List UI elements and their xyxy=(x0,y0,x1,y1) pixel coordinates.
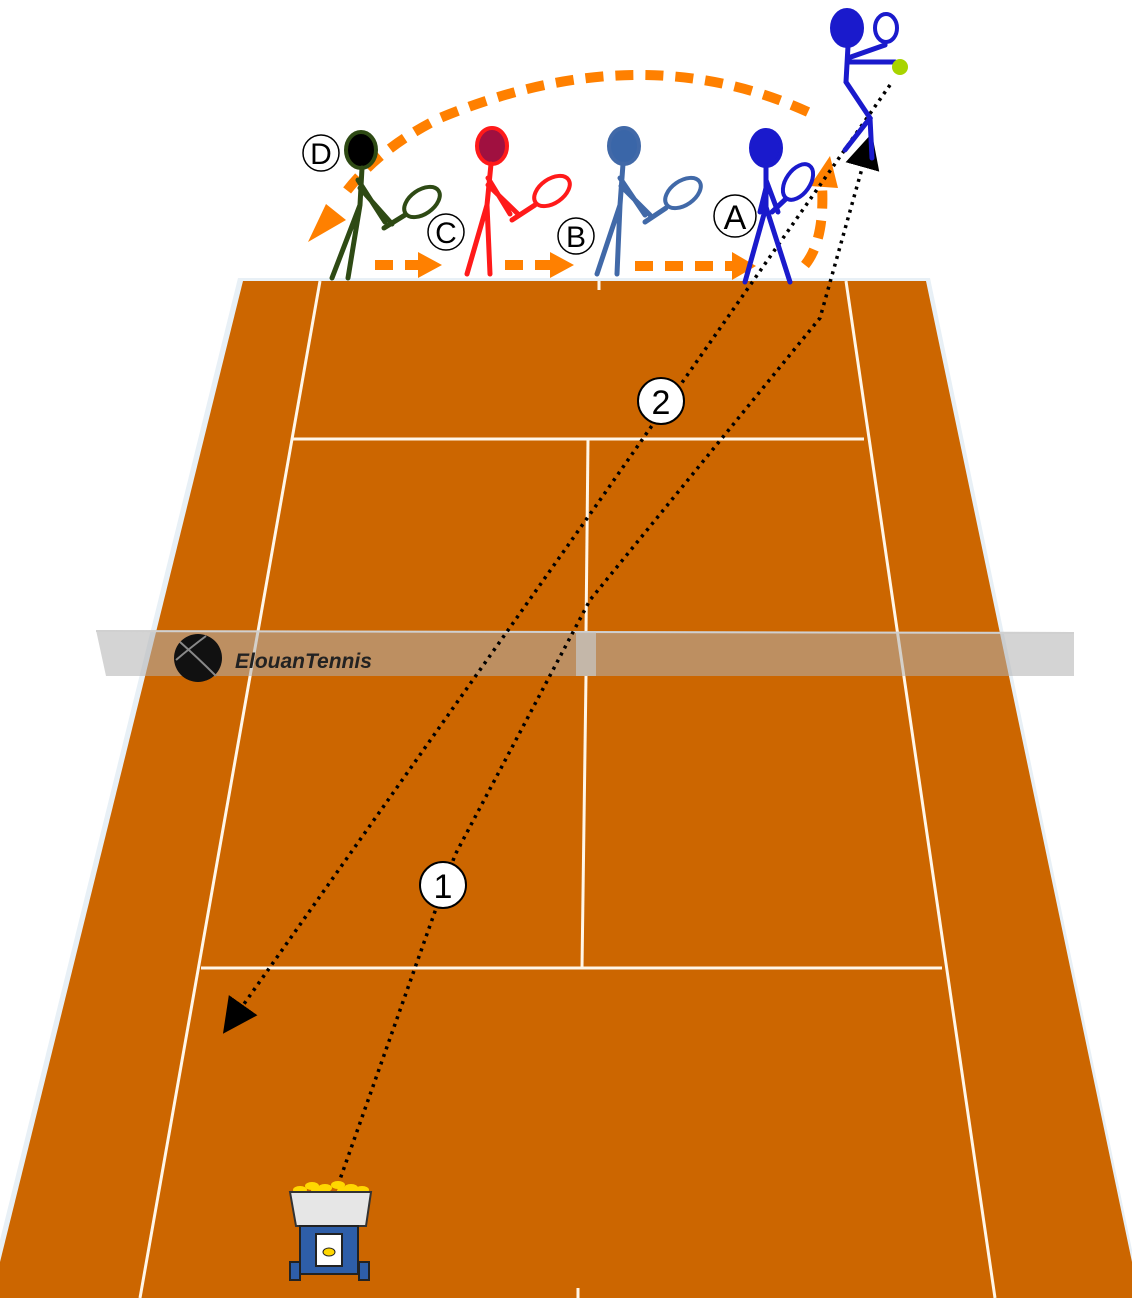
machine-basket xyxy=(290,1192,371,1226)
arrowhead-c xyxy=(418,252,442,278)
shot-number: 1 xyxy=(434,868,453,906)
machine-ball-slot xyxy=(323,1248,335,1256)
machine-wheel-left xyxy=(290,1262,300,1280)
body xyxy=(845,45,895,158)
player-label: A xyxy=(724,199,747,237)
arrowhead-b xyxy=(550,252,574,278)
label-d: D xyxy=(303,135,339,171)
shot-label-2: 2 xyxy=(638,378,684,424)
rotation-a-to-hitter xyxy=(805,185,822,265)
head xyxy=(751,130,781,166)
head xyxy=(477,128,507,164)
player-d xyxy=(332,132,445,278)
player-hitter xyxy=(832,10,908,158)
label-a: A xyxy=(714,195,756,237)
head xyxy=(832,10,862,46)
head xyxy=(346,132,376,168)
net: ElouanTennis xyxy=(96,630,1074,682)
shot-number: 2 xyxy=(652,384,671,422)
machine-wheel-right xyxy=(359,1262,369,1280)
court xyxy=(0,278,1132,1298)
arrowhead-arc xyxy=(308,204,346,242)
player-label: C xyxy=(435,217,457,250)
label-b: B xyxy=(558,218,594,254)
body xyxy=(597,164,650,274)
tennis-ball-icon xyxy=(174,634,222,682)
head xyxy=(609,128,639,164)
player-label: D xyxy=(310,138,332,171)
rotation-arc xyxy=(340,75,808,200)
racket-icon xyxy=(875,14,897,42)
tennis-ball-icon xyxy=(892,59,908,75)
player-c xyxy=(467,128,575,274)
player-label: B xyxy=(566,221,586,254)
shot-label-1: 1 xyxy=(420,862,466,908)
ball-machine-icon xyxy=(290,1181,371,1280)
net-brand-text: ElouanTennis xyxy=(235,650,372,673)
net-center-strap xyxy=(576,632,596,676)
player-b xyxy=(597,128,706,274)
label-c: C xyxy=(428,214,464,250)
